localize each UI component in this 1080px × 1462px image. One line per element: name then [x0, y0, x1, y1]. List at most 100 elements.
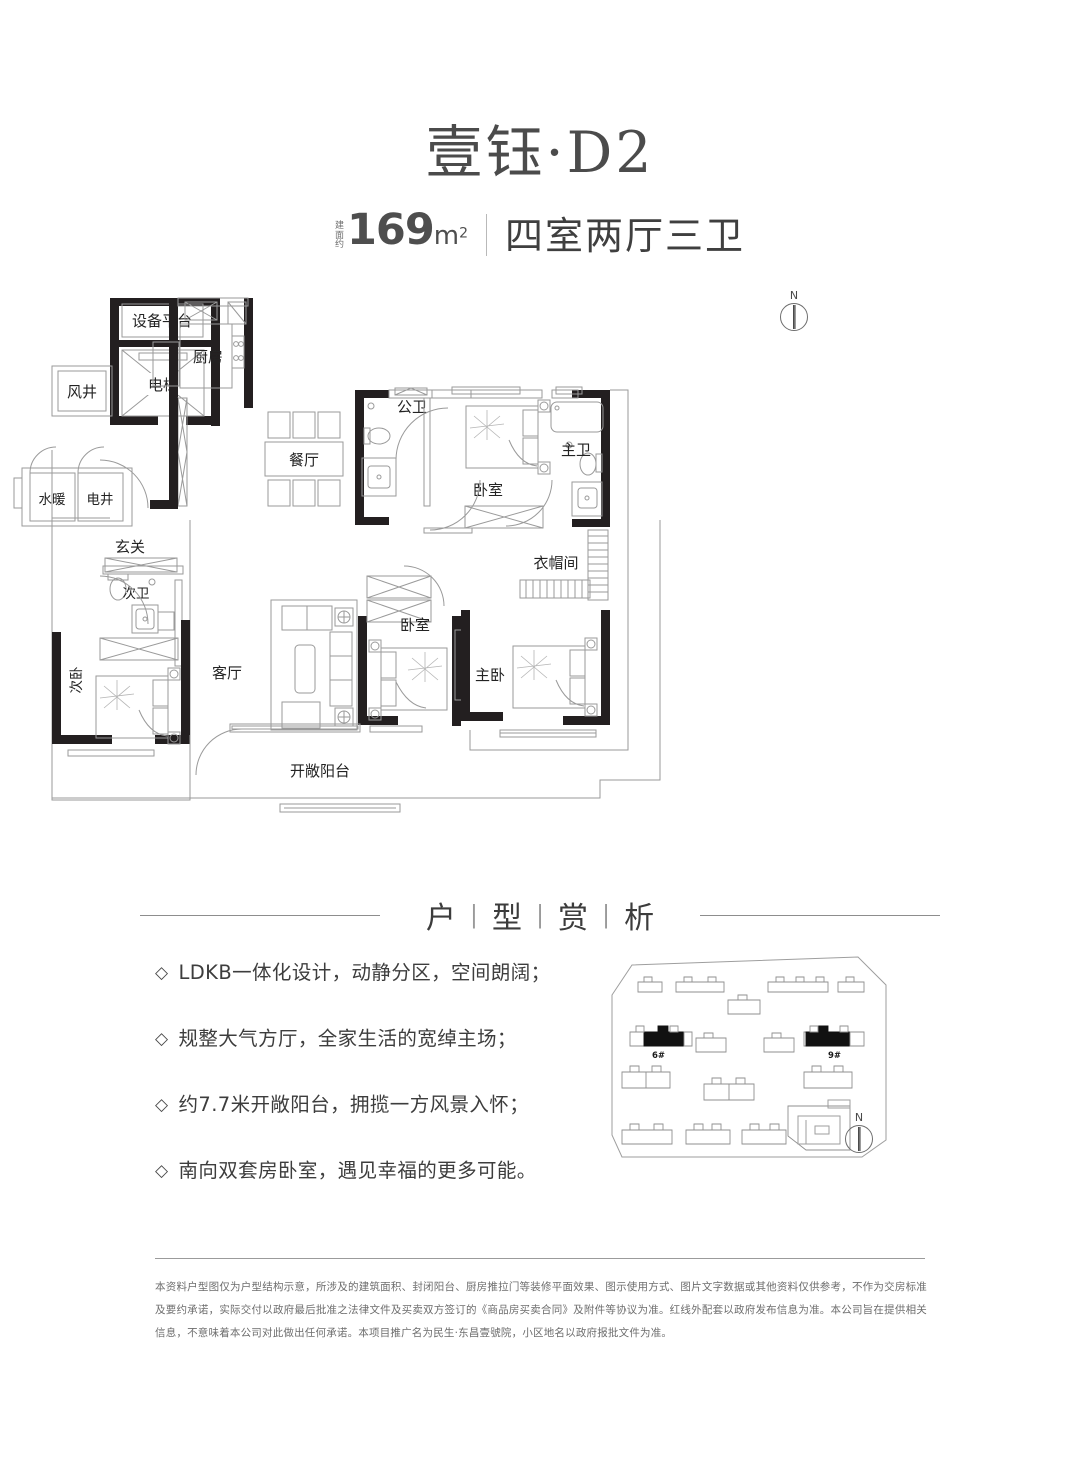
kitchen-group: 厨房 — [152, 297, 253, 507]
air-shaft-box — [51, 365, 113, 417]
master-bath-basin — [577, 487, 598, 509]
kitchen-sink — [184, 301, 218, 321]
core-wall-bot-left — [110, 416, 158, 425]
site-plan-svg: .sb { fill:#ffffff; stroke:#8f8f8f; stro… — [611, 956, 887, 1158]
compass-dial — [780, 303, 808, 331]
site-building-r5-1 — [621, 1123, 673, 1145]
header-divider — [486, 213, 487, 256]
living-room-group: 客厅 — [212, 599, 358, 731]
room-label-equipment-platform: 设备平台 — [132, 312, 192, 330]
balcony-outline — [189, 735, 600, 799]
second-bath-toilet — [109, 577, 127, 601]
site-building-r5-2 — [685, 1123, 731, 1145]
kitchen-wall-right — [244, 298, 253, 408]
right-outer-envelope — [469, 389, 629, 751]
bedroom-ne-window — [451, 386, 521, 395]
site-building-r1-2 — [675, 976, 725, 993]
site-amenity-detail — [797, 1115, 841, 1145]
public-bath-toilet — [367, 427, 391, 445]
diamond-icon: ◇ — [155, 963, 169, 983]
second-bedroom-wardrobe — [99, 637, 179, 661]
open-balcony-group: 开敞阳台 — [189, 723, 600, 813]
dining-chair-5 — [292, 479, 316, 507]
second-bath-door-swing — [99, 575, 149, 625]
public-bath-wall-left — [355, 390, 364, 525]
master-bath-group: 主卫 — [505, 386, 610, 527]
bedroom-ne-lamp-1 — [539, 401, 549, 411]
core-elevator-group: 设备平台 电梯 — [110, 298, 220, 426]
core-wall-mid — [110, 340, 211, 347]
site-row-4 — [621, 1065, 853, 1101]
room-label-second-bath: 次卫 — [123, 586, 150, 602]
feature-item-4: ◇ 南向双套房卧室，遇见幸福的更多可能。 — [155, 1158, 585, 1184]
bedroom-south-lamp-1 — [370, 641, 380, 651]
dining-chair-4 — [267, 479, 291, 507]
bedroom-ne-duvet — [469, 410, 505, 440]
area-prefix-char-1: 建 — [334, 221, 344, 232]
bedroom-south-nightstand-2 — [368, 707, 382, 721]
master-bath-drain — [584, 495, 590, 501]
master-bath-wall-top — [572, 390, 610, 398]
feature-text-4: 南向双套房卧室，遇见幸福的更多可能。 — [178, 1159, 537, 1182]
site-building-6-left-wing — [629, 1031, 645, 1047]
balcony-rail-left — [229, 723, 361, 733]
balcony-rail-left-inner — [231, 725, 359, 730]
master-bedroom-nightstand-1 — [584, 637, 598, 651]
electrical-shaft-box — [77, 472, 124, 522]
living-room-armchair — [281, 701, 321, 729]
feature-list: ◇ LDKB一体化设计，动静分区，空间朗阔； ◇ 规整大气方厅，全家生活的宽绰主… — [155, 960, 585, 1224]
bedroom-south-door-swing — [403, 565, 445, 607]
section-title-char-4: 析 — [624, 901, 655, 936]
kitchen-wall-left — [169, 298, 178, 398]
entry-wall-vertical — [169, 398, 178, 508]
section-title-sep-3: | — [602, 901, 611, 929]
compass-north-label: N — [789, 289, 799, 302]
second-bedroom-lamp-2 — [169, 733, 179, 743]
master-bath-tub — [550, 401, 604, 433]
site-building-9-right-wing — [809, 1025, 865, 1047]
bedroom-ne-lamp-2 — [539, 463, 549, 473]
floorplan-compass: N — [780, 290, 808, 331]
section-title-char-1: 户 — [425, 901, 456, 936]
bedroom-ne-wardrobe — [464, 505, 544, 529]
walk-in-closet-group: 衣帽间 — [519, 529, 609, 601]
bedroom-ne-nightstand-2 — [537, 461, 551, 475]
section-title-sep-2: | — [535, 901, 545, 929]
site-plan-compass: N — [845, 1112, 873, 1153]
area-value-group: 169m2 — [347, 208, 468, 258]
bedroom-ne-bed — [465, 405, 539, 469]
section-title-char-2: 型 — [491, 901, 522, 936]
second-bath-drain — [142, 616, 148, 622]
room-type-label: 四室两厅三卫 — [505, 213, 746, 258]
site-building-r4-2 — [703, 1077, 755, 1101]
entry-wall-bottom — [150, 500, 178, 509]
master-bath-tank — [595, 453, 603, 473]
room-label-master-bath: 主卫 — [561, 441, 591, 459]
feature-text-2: 规整大气方厅，全家生活的宽绰主场； — [178, 1027, 517, 1050]
living-room-lamp-2-cross — [338, 711, 350, 723]
site-building-r2-1 — [727, 994, 761, 1015]
site-building-r3-2 — [695, 1032, 727, 1053]
feature-item-1: ◇ LDKB一体化设计，动静分区，空间朗阔； — [155, 960, 585, 986]
kitchen-corner-cab — [227, 301, 247, 325]
site-building-6-right-wing — [635, 1025, 693, 1047]
diamond-icon: ◇ — [155, 1095, 169, 1115]
master-bedroom-group: 主卧 — [461, 610, 610, 738]
bedroom-south-pillow-1 — [380, 651, 397, 679]
master-bedroom-duvet — [516, 650, 552, 680]
site-boundary — [611, 956, 887, 1158]
floorplan-svg: .w { fill:#231f20; } /* solid structural… — [13, 297, 661, 813]
master-bath-wall-bottom — [572, 519, 610, 527]
site-row-1 — [637, 976, 865, 993]
public-bath-wall-top-l — [355, 390, 389, 398]
bedroom-ne-door-swing — [429, 479, 481, 531]
kitchen-corner-cab-line — [227, 301, 247, 325]
living-room-side-table-1 — [334, 607, 354, 627]
room-label-dining: 餐厅 — [289, 451, 319, 469]
site-plan: .sb { fill:#ffffff; stroke:#8f8f8f; stro… — [600, 950, 900, 1165]
master-bedroom-wall-bottom-r — [563, 716, 610, 725]
closet-shelf-right — [587, 529, 609, 601]
bedroom-south-group: 卧室 — [358, 565, 463, 733]
second-bedroom-nightstand-1 — [167, 667, 181, 681]
kitchen-burner-1 — [233, 341, 239, 347]
